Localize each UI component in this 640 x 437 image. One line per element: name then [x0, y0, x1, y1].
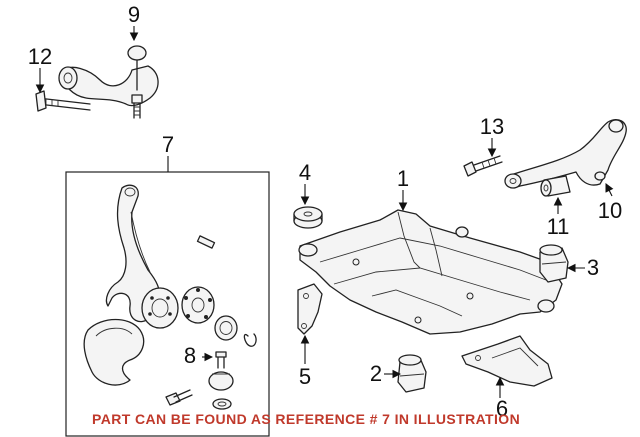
- bracket-5: [297, 283, 323, 335]
- callout-8: 8: [184, 343, 196, 368]
- lower-control-arm: [504, 118, 627, 189]
- bracket-6: [461, 335, 553, 387]
- callout-4: 4: [299, 160, 311, 185]
- callout-11: 11: [547, 214, 570, 239]
- bolt-12: [35, 90, 91, 112]
- upper-control-arm: [58, 45, 159, 119]
- mount-bushing-4: [293, 206, 323, 229]
- callout-2: 2: [370, 361, 382, 386]
- callout-13: 13: [480, 114, 504, 139]
- callout-7: 7: [162, 132, 174, 157]
- callout-10: 10: [598, 198, 622, 223]
- mount-3: [539, 244, 569, 283]
- leader-lines: [35, 26, 614, 398]
- mount-2: [397, 354, 427, 393]
- callout-6: 6: [496, 396, 508, 421]
- callout-3: 3: [587, 255, 599, 280]
- bushing-11: [540, 175, 571, 197]
- callout-12: 12: [28, 44, 52, 69]
- reference-footnote: PART CAN BE FOUND AS REFERENCE # 7 IN IL…: [92, 411, 521, 427]
- callout-labels: 9 12 7 4 1 3 2 5 6 8 10 11 13: [28, 2, 622, 421]
- callout-9: 9: [128, 2, 140, 27]
- callout-1: 1: [397, 166, 409, 191]
- callout-5: 5: [299, 364, 311, 389]
- bolt-13: [463, 155, 503, 177]
- knuckle-assembly-box: [65, 171, 270, 437]
- subframe: [298, 209, 563, 335]
